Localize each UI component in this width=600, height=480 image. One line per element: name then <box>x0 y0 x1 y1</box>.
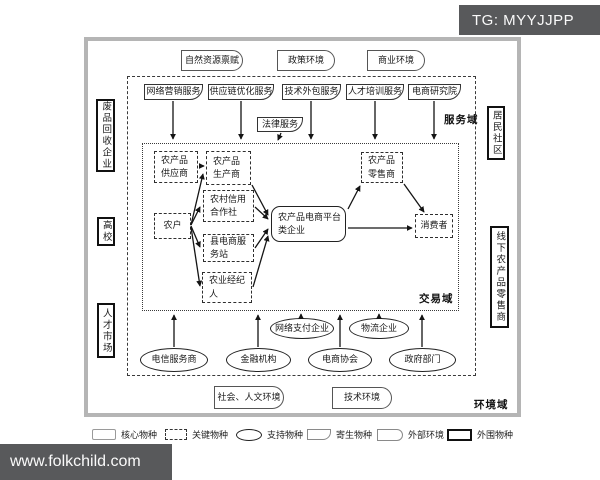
legend-key-label: 关键物种 <box>192 430 229 440</box>
legend-core-swatch <box>92 429 116 440</box>
node-farmer-label: 农户 <box>163 220 182 231</box>
node-retailer-label: 农产品零售商 <box>368 155 396 179</box>
sup-telecom: 电信服务商 <box>140 348 208 372</box>
node-supplier: 农产品供应商 <box>154 151 198 183</box>
peri-talent-market-label: 人才市场 <box>100 307 112 354</box>
watermark-site: www.folkchild.com <box>0 444 172 480</box>
legend-item-core: 核心物种 <box>92 428 157 441</box>
svc-tech-outsourcing: 技术外包服务 <box>282 84 341 100</box>
node-county-station: 县电商服务站 <box>203 234 254 262</box>
legend-item-key: 关键物种 <box>165 428 228 441</box>
svc-network-marketing: 网络营销服务 <box>144 84 203 100</box>
peri-offline-retailer-label: 线下农产品零售商 <box>494 231 506 323</box>
legend-core-label: 核心物种 <box>121 430 158 440</box>
watermark-site-text: www.folkchild.com <box>10 453 141 470</box>
legend-parasitic-swatch <box>307 429 331 440</box>
legend-item-external: 外部环境 <box>377 428 444 441</box>
peri-university: 高校 <box>97 217 115 246</box>
env-technology: 技术环境 <box>332 387 392 409</box>
legend-external-swatch <box>377 428 403 441</box>
svc-ecommerce-institute: 电商研究院 <box>408 84 461 100</box>
node-farmer: 农户 <box>154 213 191 239</box>
env-social-label: 社会、人文环境 <box>217 391 281 402</box>
svc-talent-training-label: 人才培训服务 <box>347 86 402 97</box>
environment-domain-label: 环境域 <box>474 399 509 411</box>
node-broker: 农业经纪人 <box>202 272 252 303</box>
sup-association: 电商协会 <box>308 348 372 372</box>
legend-peripheral-swatch <box>447 428 472 441</box>
peri-talent-market: 人才市场 <box>97 303 115 358</box>
legend-item-peripheral: 外围物种 <box>447 428 513 441</box>
node-supplier-label: 农产品供应商 <box>161 154 189 178</box>
sup-government-label: 政府部门 <box>404 354 441 365</box>
legend-support-label: 支持物种 <box>267 430 304 440</box>
legend-item-parasitic: 寄生物种 <box>307 428 372 441</box>
legend-support-swatch <box>236 428 262 441</box>
sup-payment-label: 网络支付企业 <box>274 322 329 333</box>
peri-university-label: 高校 <box>100 220 112 243</box>
node-platform: 农产品电商平台类企业 <box>271 206 346 242</box>
env-business-label: 商业环境 <box>377 54 414 65</box>
svc-legal-label: 法律服务 <box>261 118 298 129</box>
sup-government: 政府部门 <box>389 348 456 372</box>
node-cooperative: 农村信用合作社 <box>203 190 254 222</box>
node-producer-label: 农产品生产商 <box>213 155 241 179</box>
watermark-telegram-text: TG: MYYJJPP <box>472 11 575 29</box>
peri-offline-retailer: 线下农产品零售商 <box>490 226 509 328</box>
env-technology-label: 技术环境 <box>343 392 380 403</box>
sup-telecom-label: 电信服务商 <box>151 354 197 365</box>
node-platform-label: 农产品电商平台类企业 <box>278 211 342 235</box>
service-domain-box <box>127 76 476 376</box>
legend-peripheral-label: 外围物种 <box>477 430 514 440</box>
env-natural-resources: 自然资源禀赋 <box>181 50 243 71</box>
legend-key-swatch <box>165 429 187 440</box>
svc-network-marketing-label: 网络营销服务 <box>146 86 201 97</box>
sup-association-label: 电商协会 <box>321 354 358 365</box>
sup-logistics-label: 物流企业 <box>360 322 397 333</box>
peri-waste-recycling-label: 废品回收企业 <box>100 101 112 170</box>
node-consumer: 消费者 <box>415 214 453 238</box>
svc-legal: 法律服务 <box>257 117 303 132</box>
watermark-telegram: TG: MYYJJPP <box>459 5 600 35</box>
sup-finance: 金融机构 <box>226 348 291 372</box>
svc-ecommerce-institute-label: 电商研究院 <box>411 86 457 97</box>
sup-logistics: 物流企业 <box>349 318 409 339</box>
node-cooperative-label: 农村信用合作社 <box>210 193 247 217</box>
legend-external-label: 外部环境 <box>408 430 445 440</box>
trade-domain-label: 交易域 <box>419 293 454 305</box>
env-social: 社会、人文环境 <box>214 386 284 409</box>
peri-waste-recycling: 废品回收企业 <box>96 99 115 172</box>
node-county-station-label: 县电商服务站 <box>210 235 247 259</box>
env-business: 商业环境 <box>367 50 425 71</box>
node-consumer-label: 消费者 <box>420 220 448 231</box>
env-policy: 政策环境 <box>277 50 335 71</box>
legend-parasitic-label: 寄生物种 <box>336 430 373 440</box>
peri-community: 居民社区 <box>487 106 505 160</box>
sup-payment: 网络支付企业 <box>270 318 334 339</box>
env-policy-label: 政策环境 <box>287 54 324 65</box>
trade-domain-box <box>142 143 459 311</box>
svc-talent-training: 人才培训服务 <box>346 84 404 100</box>
svc-supply-chain-label: 供应链优化服务 <box>209 86 273 97</box>
service-domain-label: 服务域 <box>444 114 479 126</box>
node-broker-label: 农业经纪人 <box>209 275 246 299</box>
peri-community-label: 居民社区 <box>490 110 502 156</box>
sup-finance-label: 金融机构 <box>240 354 277 365</box>
node-producer: 农产品生产商 <box>206 151 251 185</box>
legend-item-support: 支持物种 <box>236 428 303 441</box>
svc-tech-outsourcing-label: 技术外包服务 <box>284 86 339 97</box>
svc-supply-chain: 供应链优化服务 <box>208 84 274 100</box>
node-retailer: 农产品零售商 <box>361 152 403 183</box>
figure-frame <box>84 37 521 417</box>
env-natural-resources-label: 自然资源禀赋 <box>184 54 239 65</box>
